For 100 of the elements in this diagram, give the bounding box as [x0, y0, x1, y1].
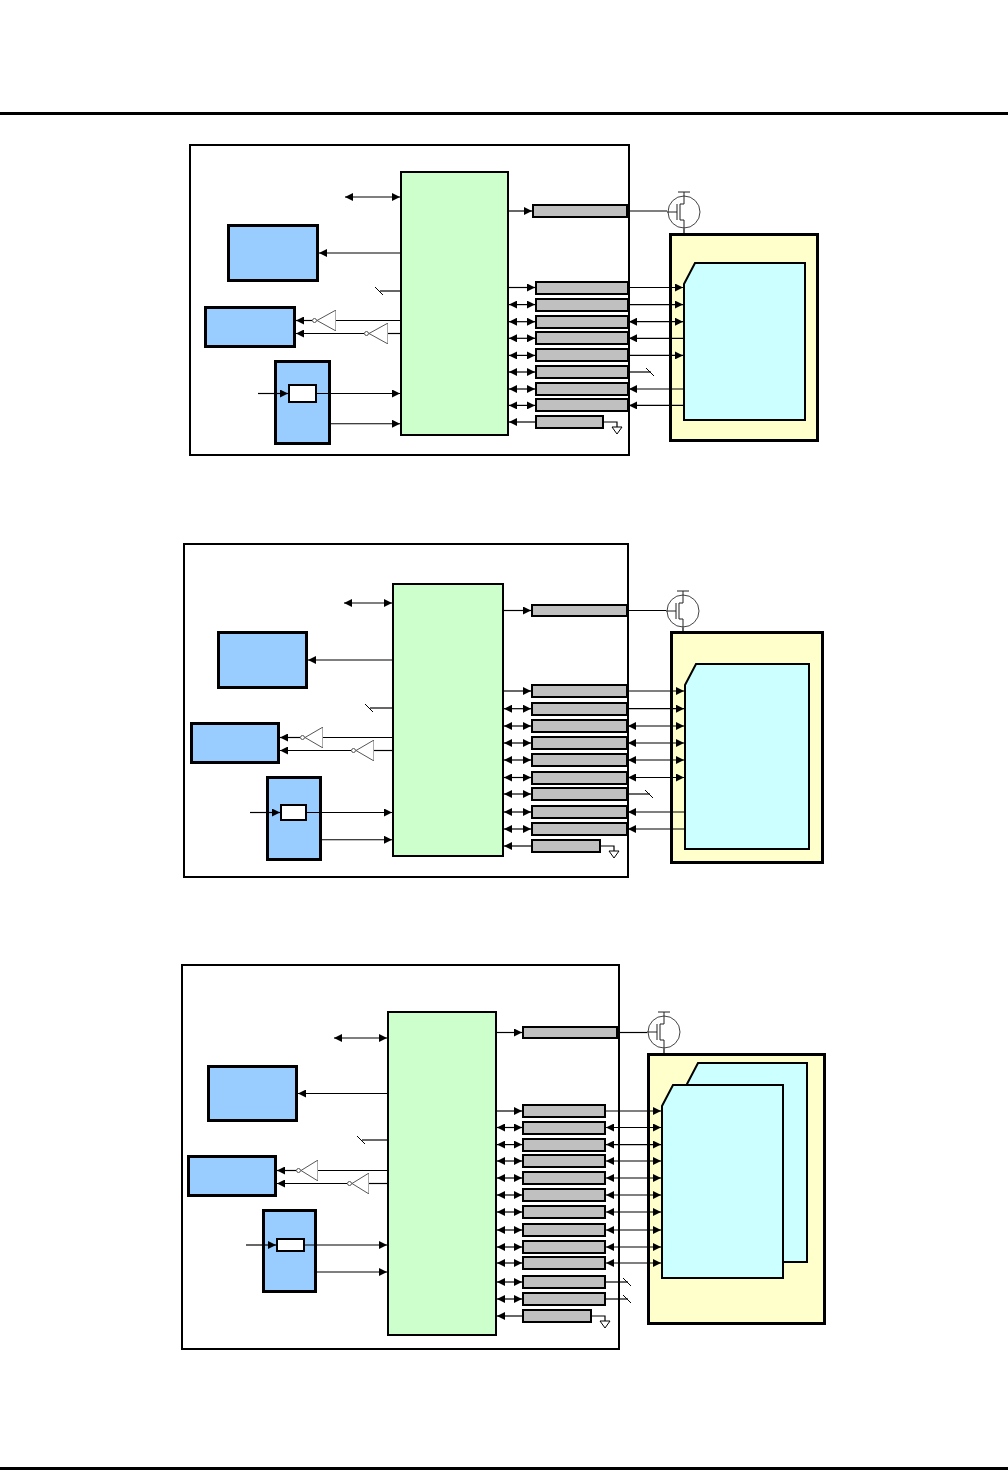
- memory-card: [661, 1084, 784, 1279]
- pin-bar: [522, 1240, 606, 1254]
- pin-bar: [532, 204, 628, 218]
- peripheral-block: [207, 1065, 298, 1122]
- arrow: [605, 1191, 662, 1199]
- transistor-symbol: [666, 589, 700, 628]
- arrow: [628, 385, 684, 393]
- system-block: [181, 964, 620, 1350]
- pin-bar: [522, 1026, 618, 1039]
- arrow: [496, 1191, 523, 1199]
- arrow: [605, 1140, 662, 1149]
- pin-bar: [531, 719, 627, 733]
- arrow: [508, 368, 536, 376]
- arrow: [605, 1259, 662, 1267]
- arrow: [304, 1241, 388, 1249]
- peripheral-block: [187, 1155, 277, 1197]
- arrow: [496, 1140, 523, 1149]
- arrow: [496, 1295, 523, 1303]
- arrow: [503, 687, 532, 695]
- pin-bar: [522, 1309, 592, 1323]
- arrow: [503, 808, 532, 816]
- connector-line: [361, 1139, 388, 1141]
- connector-line: [368, 1182, 388, 1185]
- connector-line: [335, 319, 401, 322]
- pin-bar: [535, 365, 628, 379]
- pin-bar: [522, 1137, 606, 1152]
- arrow: [605, 1208, 662, 1216]
- memory-card: [683, 262, 806, 421]
- arrow: [503, 756, 532, 764]
- arrow: [627, 825, 685, 833]
- pin-bar: [531, 684, 627, 698]
- arrow: [627, 739, 685, 747]
- clock-block: [266, 776, 322, 861]
- connector-line: [617, 1031, 648, 1034]
- system-block: [183, 543, 629, 878]
- arrow: [508, 401, 536, 410]
- arrow: [628, 317, 684, 326]
- ground-connection: [603, 421, 623, 435]
- clock-block: [274, 360, 331, 445]
- arrow: [627, 808, 685, 816]
- ground-connection: [591, 1315, 611, 1329]
- arrow: [503, 722, 532, 730]
- pin-bar: [522, 1275, 606, 1289]
- arrow: [496, 1243, 523, 1251]
- arrow: [605, 1174, 662, 1182]
- connector-line: [379, 290, 401, 292]
- peripheral-block: [190, 722, 280, 764]
- connector-line: [627, 210, 668, 212]
- arrow: [496, 1278, 523, 1286]
- pin-bar: [531, 753, 627, 767]
- arrow: [628, 401, 684, 410]
- arrow: [503, 842, 532, 850]
- arrow: [245, 1241, 277, 1249]
- arrow: [307, 656, 393, 664]
- crystal-component: [276, 1238, 305, 1252]
- pin-bar: [535, 398, 628, 413]
- pin-bar: [522, 1256, 606, 1270]
- arrow: [628, 334, 684, 343]
- arrow: [503, 825, 532, 833]
- connector-line: [627, 793, 651, 795]
- arrow: [496, 1157, 523, 1165]
- arrow: [605, 1226, 662, 1234]
- pin-bar: [531, 787, 627, 801]
- arrow: [496, 1123, 523, 1132]
- pin-bar: [522, 1171, 606, 1185]
- pin-bar: [535, 297, 628, 312]
- connector-line: [322, 736, 393, 739]
- crystal-component: [280, 804, 307, 821]
- arrow: [628, 283, 684, 292]
- arrow: [496, 1107, 523, 1115]
- arrow: [333, 1034, 388, 1042]
- arrow: [496, 1208, 523, 1216]
- arrow: [295, 329, 365, 338]
- controller-block: [387, 1011, 497, 1336]
- arrow: [508, 351, 536, 360]
- arrow: [279, 733, 301, 742]
- buffer-triangle: [300, 727, 323, 748]
- arrow: [295, 316, 313, 325]
- arrow: [496, 1174, 523, 1182]
- memory-card: [684, 663, 810, 850]
- pin-bar: [535, 348, 628, 363]
- pin-bar: [522, 1120, 606, 1135]
- arrow: [316, 1268, 388, 1276]
- pin-bar: [522, 1292, 606, 1306]
- connector-line: [605, 1298, 629, 1300]
- crystal-component: [288, 384, 317, 403]
- arrow: [297, 1089, 388, 1098]
- arrow: [503, 773, 532, 782]
- pin-bar: [535, 415, 604, 429]
- arrow: [496, 1028, 523, 1037]
- arrow: [605, 1123, 662, 1132]
- arrow: [508, 317, 536, 326]
- arrow: [330, 419, 401, 428]
- pin-bar: [522, 1223, 606, 1237]
- pin-bar: [531, 604, 627, 617]
- clock-block: [262, 1209, 317, 1293]
- arrow: [627, 773, 685, 782]
- system-block: [189, 144, 630, 456]
- buffer-triangle: [296, 1160, 318, 1181]
- arrow: [316, 389, 401, 398]
